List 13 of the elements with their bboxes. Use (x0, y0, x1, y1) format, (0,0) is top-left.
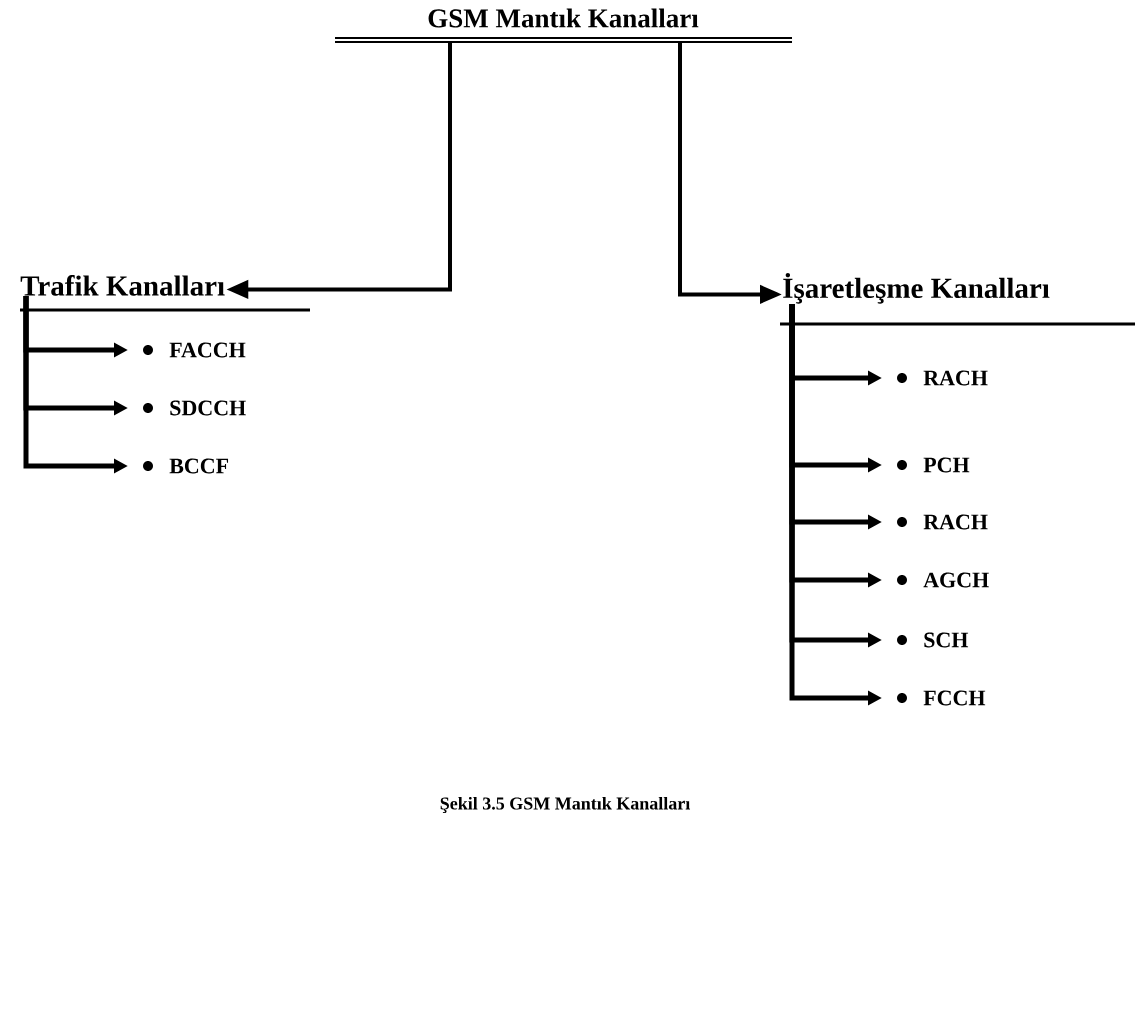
channel-item: SCH (924, 632, 969, 648)
channel-item: AGCH (923, 572, 989, 588)
channel-item: BCCF (169, 458, 229, 474)
channel-item: PCH (923, 457, 970, 473)
title-heading: GSM Mantık Kanalları (428, 8, 699, 28)
channel-item: FCCH (923, 690, 986, 706)
channel-item: SDCCH (170, 400, 246, 416)
group-heading: İşaretleşme Kanalları (783, 272, 1050, 304)
group-heading: Trafik Kanalları (20, 275, 225, 296)
caption: Şekil 3.5 GSM Mantık Kanalları (440, 796, 690, 814)
channel-item: RACH (923, 514, 988, 530)
channel-item: FACCH (169, 342, 246, 358)
channel-item: RACH (923, 370, 988, 386)
